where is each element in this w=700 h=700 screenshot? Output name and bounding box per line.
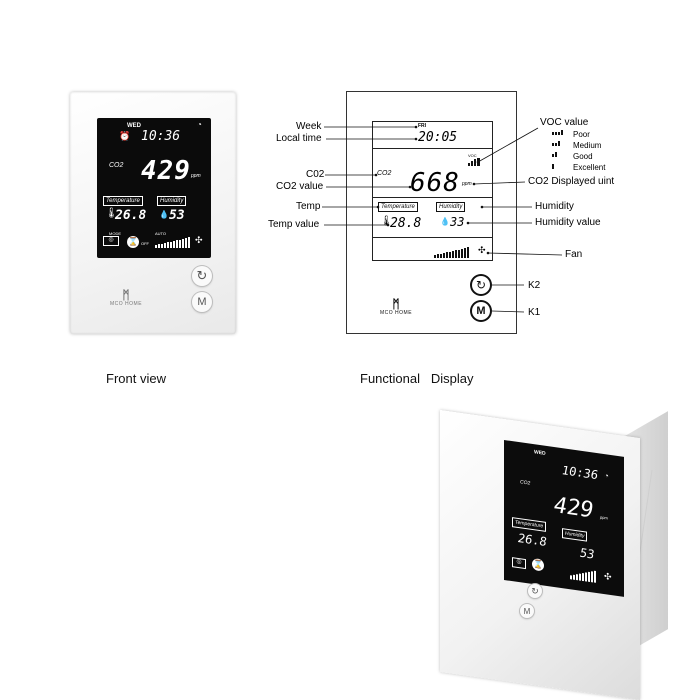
front-fan-bars <box>155 237 190 248</box>
front-brand-logo: ᛗ MCO HOME <box>106 289 146 307</box>
photo-time: 10:36 <box>562 463 599 483</box>
front-time: 10:36 <box>141 129 181 144</box>
fd-k2-button[interactable]: ↻ <box>472 276 490 294</box>
front-co2-label: CO2 <box>109 162 124 169</box>
fd-brand-logo: ᛗ MCO HOME <box>376 298 416 316</box>
functional-display-caption: Functional Display <box>360 371 474 386</box>
fd-divider-top <box>372 148 493 149</box>
label-voc-good: Good <box>573 152 593 161</box>
mco-logo-mark-icon: ᛗ <box>122 288 130 302</box>
fd-humidity-value: 33 <box>450 215 465 229</box>
mode-box-icon: ◎ <box>103 236 119 246</box>
fd-fan-icon: ✣ <box>478 245 486 255</box>
photo-mode-button[interactable]: M <box>520 604 534 618</box>
photo-temperature-tag: Temperature <box>512 517 547 532</box>
fd-mco-logo-mark-icon: ᛗ <box>392 297 400 311</box>
fan-icon: ✣ <box>195 235 203 245</box>
front-refresh-button[interactable]: ↻ <box>192 266 212 286</box>
fd-water-drop-icon: 💧 <box>440 217 450 226</box>
label-voc-poor: Poor <box>573 130 590 139</box>
photo-wifi-icon: ◔ <box>604 471 609 481</box>
front-auto-label: AUTO <box>155 231 167 236</box>
fd-humidity-tag: Humidity <box>436 202 466 212</box>
label-local-time: Local time <box>276 133 322 144</box>
label-voc-excellent: Excellent <box>573 163 606 172</box>
mode-m-icon: M <box>197 296 207 308</box>
photo-refresh-icon: ↻ <box>531 585 539 596</box>
front-view-caption: Front view <box>106 371 166 386</box>
functional-display-frame <box>346 91 517 334</box>
label-temp-value: Temp value <box>268 219 320 230</box>
front-humidity-tag: Humidity <box>157 196 187 206</box>
front-mode-button[interactable]: M <box>192 292 212 312</box>
fd-mode-m-icon: M <box>476 305 486 317</box>
label-humidity-value: Humidity value <box>535 217 601 228</box>
label-voc-value: VOC value <box>540 117 589 128</box>
front-mode-label: MODE <box>109 231 121 236</box>
label-temp: Temp <box>296 201 321 212</box>
label-humidity: Humidity <box>535 201 574 212</box>
leader-lines <box>322 125 563 313</box>
fd-co2-value: 668 <box>410 168 460 198</box>
front-humidity-value: 53 <box>169 208 185 223</box>
fd-thermometer-icon: 🌡 <box>380 216 393 227</box>
front-co2-unit: ppm <box>191 173 201 179</box>
photo-humidity-tag: Humidity <box>562 528 588 542</box>
fd-fan-bars <box>434 247 469 258</box>
voc-level-bars <box>552 130 563 169</box>
label-fan: Fan <box>565 249 583 260</box>
fd-co2-label: CO2 <box>377 170 392 177</box>
front-weekday: WED <box>127 123 141 129</box>
wifi-icon: ◔ <box>197 120 202 129</box>
front-off-label: OFF <box>141 241 149 246</box>
photo-lcd: WED 10:36 ◔ CO2 429 ppm Temperature Humi… <box>504 440 624 597</box>
photo-co2-unit: ppm <box>600 514 608 521</box>
fd-weekday: FRI <box>418 123 427 129</box>
functional-display-lcd <box>372 121 493 261</box>
front-co2-value: 429 <box>141 156 191 186</box>
front-brand-text: MCO HOME <box>109 301 143 307</box>
alarm-clock-icon: ⏰ <box>119 131 131 141</box>
photo-temperature-value: 26.8 <box>518 530 547 550</box>
photo-humidity-value: 53 <box>580 545 595 562</box>
front-view-lcd: WED ◔ ⏰ 10:36 CO2 429 ppm Temperature Hu… <box>97 118 211 258</box>
label-c02: C02 <box>306 169 325 180</box>
label-co2-displayed-unit: CO2 Displayed uint <box>528 176 615 187</box>
refresh-icon: ↻ <box>196 268 208 283</box>
label-co2-value: CO2 value <box>276 181 324 192</box>
water-drop-icon: 💧 <box>159 210 169 219</box>
thermometer-icon: 🌡 <box>105 208 118 219</box>
fd-temperature-value: 28.8 <box>390 216 422 231</box>
label-voc-medium: Medium <box>573 141 602 150</box>
front-temperature-tag: Temperature <box>103 196 143 206</box>
label-k1: K1 <box>528 307 541 318</box>
label-week: Week <box>296 121 322 132</box>
fd-voc-tag: VOC <box>468 153 477 158</box>
photo-mode-m-icon: M <box>523 606 531 616</box>
fd-divider-mid <box>372 197 493 198</box>
photo-co2-label: CO2 <box>520 479 531 487</box>
photo-mode-box-icon: ◎ <box>512 557 526 570</box>
photo-fan-icon: ✣ <box>604 571 612 583</box>
fd-refresh-icon: ↻ <box>475 278 487 292</box>
photo-hourglass-icon: ⌛ <box>532 557 544 572</box>
photo-refresh-button[interactable]: ↻ <box>528 584 542 598</box>
photo-weekday: WED <box>534 449 546 457</box>
fd-time: 20:05 <box>418 130 458 145</box>
fd-divider-bottom <box>372 237 493 238</box>
front-temperature-value: 26.8 <box>115 208 147 223</box>
hourglass-icon: ⌛ <box>127 236 139 248</box>
label-k2: K2 <box>528 280 541 291</box>
photo-co2-value: 429 <box>554 493 594 524</box>
fd-k1-button[interactable]: M <box>472 302 490 320</box>
fd-brand-text: MCO HOME <box>379 310 413 316</box>
fd-co2-unit: ppm <box>462 181 472 187</box>
photo-fan-bars <box>570 570 596 583</box>
